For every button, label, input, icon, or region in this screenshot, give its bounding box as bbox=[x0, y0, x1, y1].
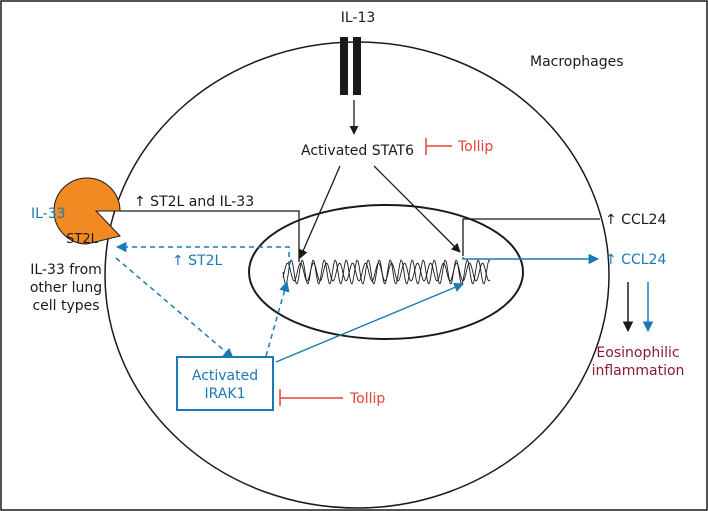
st2l-to-irak1-dashed-arrow bbox=[115, 257, 234, 359]
st2l-label: ST2L bbox=[66, 232, 98, 247]
il13-label: IL-13 bbox=[341, 10, 376, 26]
nucleus bbox=[248, 204, 524, 340]
ccl24-up-blue-label: ↑ CCL24 bbox=[605, 252, 666, 268]
il33-from-other-line-2: other lung bbox=[30, 280, 102, 296]
st2l-receptor-shape bbox=[53, 177, 121, 245]
macrophage-cell bbox=[104, 41, 610, 509]
stat6-to-ccl24-gene-arrow bbox=[373, 165, 461, 253]
il33-from-other-line-3: cell types bbox=[32, 298, 99, 314]
dna-strand-b bbox=[282, 262, 491, 282]
ccl24-up-black-label: ↑ CCL24 bbox=[605, 212, 666, 228]
ccl24-expression-line bbox=[462, 218, 600, 256]
irak1-to-ccl24-gene-arrow bbox=[275, 282, 464, 363]
ccl24-blue-arrow bbox=[462, 253, 600, 265]
st2l-upregulation-dashed-arrow bbox=[115, 241, 290, 266]
st2l-il33-expression-line bbox=[120, 210, 300, 262]
tollip-bottom-label: Tollip bbox=[349, 391, 385, 407]
il13-receptor-left bbox=[340, 37, 348, 95]
il33-from-other-line-1: IL-33 from bbox=[30, 262, 102, 278]
eosinophilic-line-1: Eosinophilic bbox=[596, 345, 679, 361]
stat6-to-st2l-gene-arrow bbox=[299, 165, 341, 259]
irak1-to-st2l-gene-dashed-arrow bbox=[265, 280, 290, 357]
irak1-box bbox=[176, 356, 274, 411]
il13-receptor-right bbox=[353, 37, 361, 95]
activated-irak1-line-1: Activated bbox=[192, 368, 258, 384]
activated-stat6-label: Activated STAT6 bbox=[301, 143, 414, 159]
st2l-il33-up-label: ↑ ST2L and IL-33 bbox=[134, 194, 254, 210]
tollip-top-label: Tollip bbox=[457, 139, 493, 155]
eosinophilic-line-2: inflammation bbox=[592, 363, 685, 379]
st2l-up-label: ↑ ST2L bbox=[172, 253, 223, 269]
dna-helix bbox=[282, 259, 491, 285]
macrophages-label: Macrophages bbox=[530, 54, 624, 70]
il33-label: IL-33 bbox=[31, 206, 66, 222]
activated-irak1-line-2: IRAK1 bbox=[205, 386, 246, 402]
